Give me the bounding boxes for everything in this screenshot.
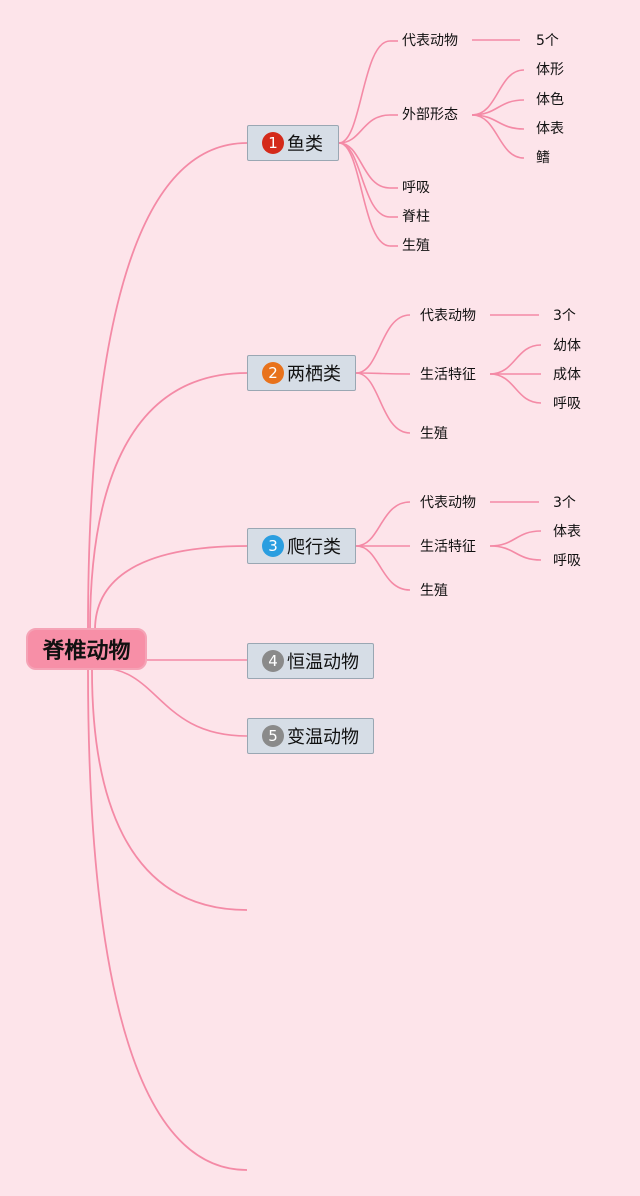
- number-badge-2: 2: [262, 362, 284, 384]
- branch-label: 鱼类: [287, 134, 323, 155]
- connector-amphibian-sub-0: [355, 314, 411, 374]
- branch-label: 变温动物: [287, 727, 359, 748]
- connector-fish-sub-1: [338, 114, 391, 144]
- connector-root-reptile: [94, 545, 248, 631]
- subtopic-representative[interactable]: 代表动物: [402, 33, 458, 49]
- branch-label: 恒温动物: [287, 652, 359, 673]
- leaf-count[interactable]: 3个: [553, 308, 576, 324]
- connector-root-empty-2: [87, 669, 248, 1171]
- subtopic-representative[interactable]: 代表动物: [420, 495, 476, 511]
- leaf-body-surface[interactable]: 体表: [536, 121, 564, 137]
- connector-fish-form-3: [471, 114, 525, 159]
- number-badge-5: 5: [262, 725, 284, 747]
- leaf-body-color[interactable]: 体色: [536, 92, 564, 108]
- branch-cold-blooded[interactable]: 5 变温动物: [247, 718, 374, 754]
- leaf-breathing[interactable]: 呼吸: [553, 553, 581, 569]
- root-topic-label: 脊椎动物: [42, 639, 131, 664]
- subtopic-reproduction[interactable]: 生殖: [420, 426, 448, 442]
- connector-amphibian-trait-0: [489, 344, 542, 375]
- leaf-fin[interactable]: 鳍: [536, 150, 550, 166]
- branch-label: 爬行类: [287, 537, 341, 558]
- connector-fish-sub-0: [338, 40, 391, 144]
- subtopic-representative[interactable]: 代表动物: [420, 308, 476, 324]
- connector-root-fish: [87, 142, 248, 631]
- connector-reptile-trait-1: [489, 545, 542, 561]
- root-topic[interactable]: 脊椎动物: [26, 628, 147, 670]
- connector-amphibian-sub-2: [355, 372, 411, 434]
- connector-root-amphibian: [89, 372, 248, 631]
- connector-amphibian-sub-1: [355, 372, 411, 375]
- connector-reptile-sub-0: [355, 501, 411, 547]
- connector-reptile-sub-2: [355, 545, 411, 591]
- connector-root-empty-1: [91, 669, 248, 911]
- subtopic-life-traits[interactable]: 生活特征: [420, 367, 476, 383]
- connector-root-cold: [99, 667, 248, 737]
- subtopic-life-traits[interactable]: 生活特征: [420, 539, 476, 555]
- subtopic-breathing[interactable]: 呼吸: [402, 180, 430, 196]
- leaf-larva[interactable]: 幼体: [553, 338, 581, 354]
- subtopic-external-form[interactable]: 外部形态: [402, 107, 458, 123]
- connector-fish-sub-3: [338, 142, 391, 218]
- branch-reptile[interactable]: 3 爬行类: [247, 528, 356, 564]
- connector-fish-form-0: [471, 69, 525, 116]
- subtopic-reproduction[interactable]: 生殖: [420, 583, 448, 599]
- connector-amphibian-trait-2: [489, 373, 542, 404]
- branch-amphibian[interactable]: 2 两栖类: [247, 355, 356, 391]
- leaf-adult[interactable]: 成体: [553, 367, 581, 383]
- leaf-breathing[interactable]: 呼吸: [553, 396, 581, 412]
- number-badge-3: 3: [262, 535, 284, 557]
- leaf-body-shape[interactable]: 体形: [536, 62, 564, 78]
- branch-fish[interactable]: 1 鱼类: [247, 125, 339, 161]
- connector-fish-sub-2: [338, 142, 391, 189]
- number-badge-1: 1: [262, 132, 284, 154]
- subtopic-spine[interactable]: 脊柱: [402, 209, 430, 225]
- number-badge-4: 4: [262, 650, 284, 672]
- connector-fish-sub-4: [338, 142, 391, 247]
- connector-reptile-trait-0: [489, 530, 542, 547]
- subtopic-reproduction[interactable]: 生殖: [402, 238, 430, 254]
- leaf-body-surface[interactable]: 体表: [553, 524, 581, 540]
- branch-warm-blooded[interactable]: 4 恒温动物: [247, 643, 374, 679]
- leaf-count[interactable]: 5个: [536, 33, 559, 49]
- branch-label: 两栖类: [287, 364, 341, 385]
- leaf-count[interactable]: 3个: [553, 495, 576, 511]
